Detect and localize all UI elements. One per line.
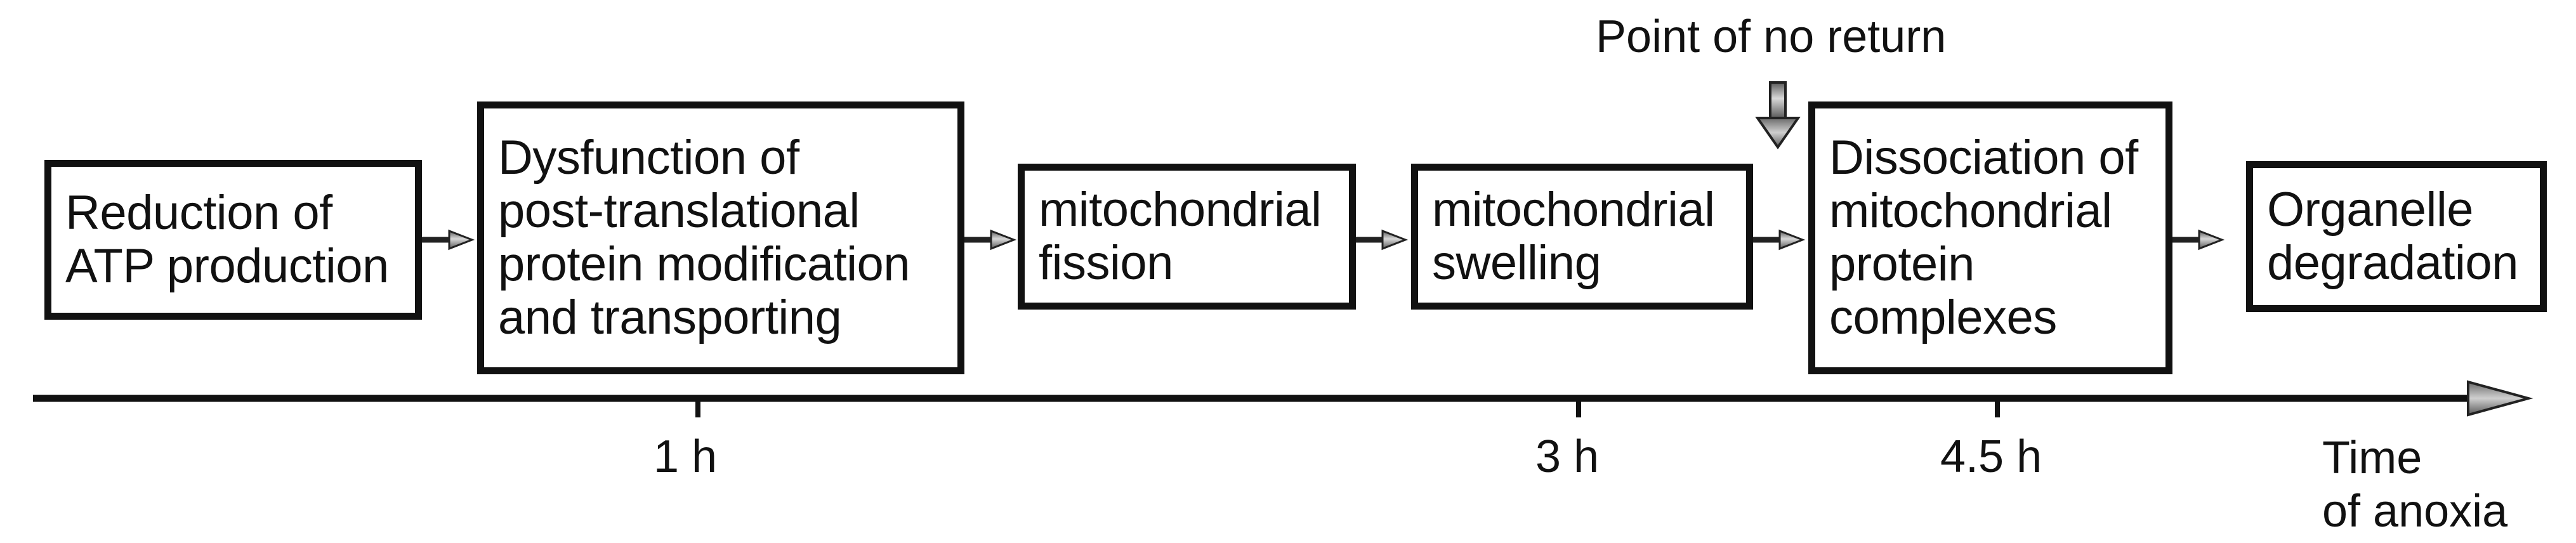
step-box-organelle-degradation: Organelle degradation: [2246, 161, 2547, 312]
step-box-protein-complex-dissociation: Dissociation of mitochondrial protein co…: [1808, 101, 2172, 374]
point-of-no-return-arrow: [1755, 81, 1801, 150]
timeline-tick-label: 3 h: [1535, 431, 1600, 482]
step-box-protein-dysfunction: Dysfunction of post-translational protei…: [477, 101, 964, 374]
step-box-mitochondrial-fission: mitochondrial fission: [1018, 164, 1356, 310]
timeline-axis-label: Time of anoxia: [2322, 433, 2508, 537]
timeline-tick-label: 1 h: [654, 431, 718, 482]
flow-arrow-3: [1356, 229, 1409, 251]
flow-arrow-4: [1753, 229, 1806, 251]
step-text: Dissociation of mitochondrial protein co…: [1829, 131, 2138, 344]
point-of-no-return-label: Point of no return: [1596, 11, 1947, 62]
flow-arrow-2: [964, 229, 1017, 251]
step-text: Reduction of ATP production: [65, 186, 389, 293]
timeline-axis: [33, 380, 2533, 417]
step-text: Dysfunction of post-translational protei…: [498, 131, 910, 344]
step-text: Organelle degradation: [2267, 183, 2518, 290]
step-text: mitochondrial swelling: [1432, 183, 1715, 290]
flow-arrow-1: [422, 229, 475, 251]
step-box-mitochondrial-swelling: mitochondrial swelling: [1411, 164, 1753, 310]
step-text: mitochondrial fission: [1039, 183, 1322, 290]
step-box-atp-reduction: Reduction of ATP production: [44, 160, 422, 320]
flow-arrow-5: [2172, 229, 2225, 251]
timeline-tick-label: 4.5 h: [1940, 431, 2042, 482]
